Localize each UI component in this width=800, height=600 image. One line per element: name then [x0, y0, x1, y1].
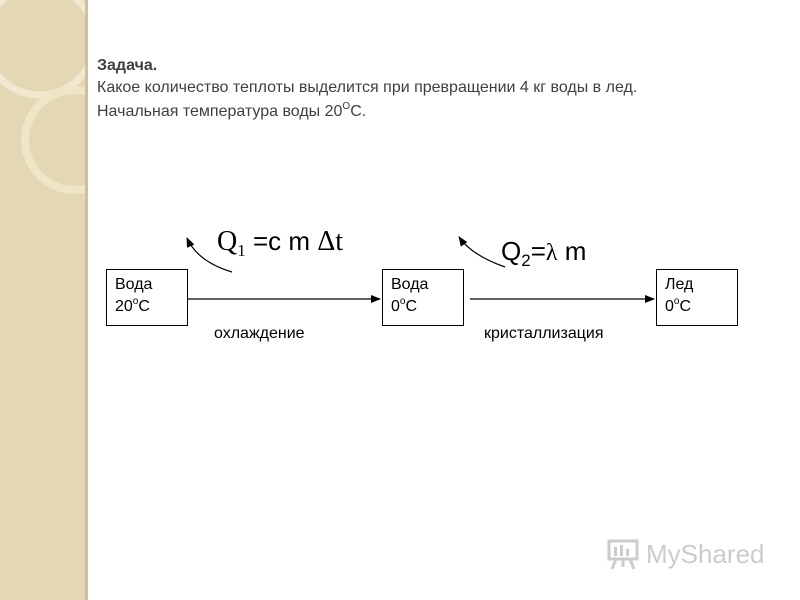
- process-label-crystallization: кристаллизация: [484, 325, 604, 342]
- formula1-pointer-arrow: [186, 237, 233, 273]
- task-initial-temperature-unit: С.: [350, 103, 367, 120]
- state-box-water-20: Вода 20oС: [106, 269, 188, 326]
- decorative-rings: [0, 0, 88, 194]
- formula-heat-cooling: Q1 =c m Δt: [217, 226, 344, 260]
- task-initial-temperature-text: Начальная температура воды 20: [97, 103, 343, 120]
- formula-heat-crystallization: Q2=λ m: [501, 236, 587, 270]
- state-name: Вода: [391, 276, 429, 293]
- task-question: Какое количество теплоты выделится при п…: [97, 79, 638, 96]
- watermark-text: MyShared: [646, 538, 765, 569]
- myshared-watermark: MyShared: [606, 536, 765, 572]
- formula2-pointer-arrow: [458, 236, 506, 268]
- state-temperature: 20oС: [115, 295, 150, 315]
- degree-sup: О: [342, 100, 351, 112]
- state-name: Вода: [115, 276, 153, 293]
- presentation-board-icon: [607, 539, 639, 570]
- task-initial-temperature: Начальная температура воды 20ОС.: [97, 101, 366, 123]
- process-label-cooling: охлаждение: [214, 325, 305, 342]
- side-panel-edge: [85, 0, 88, 600]
- state-box-ice-0: Лед 0oС: [656, 269, 738, 326]
- state-temperature: 0oС: [665, 295, 692, 315]
- state-temperature: 0oС: [391, 295, 418, 315]
- state-box-water-0: Вода 0oС: [382, 269, 464, 326]
- task-title: Задача.: [97, 57, 158, 74]
- state-name: Лед: [665, 276, 694, 293]
- decorative-side-panel: [0, 0, 88, 600]
